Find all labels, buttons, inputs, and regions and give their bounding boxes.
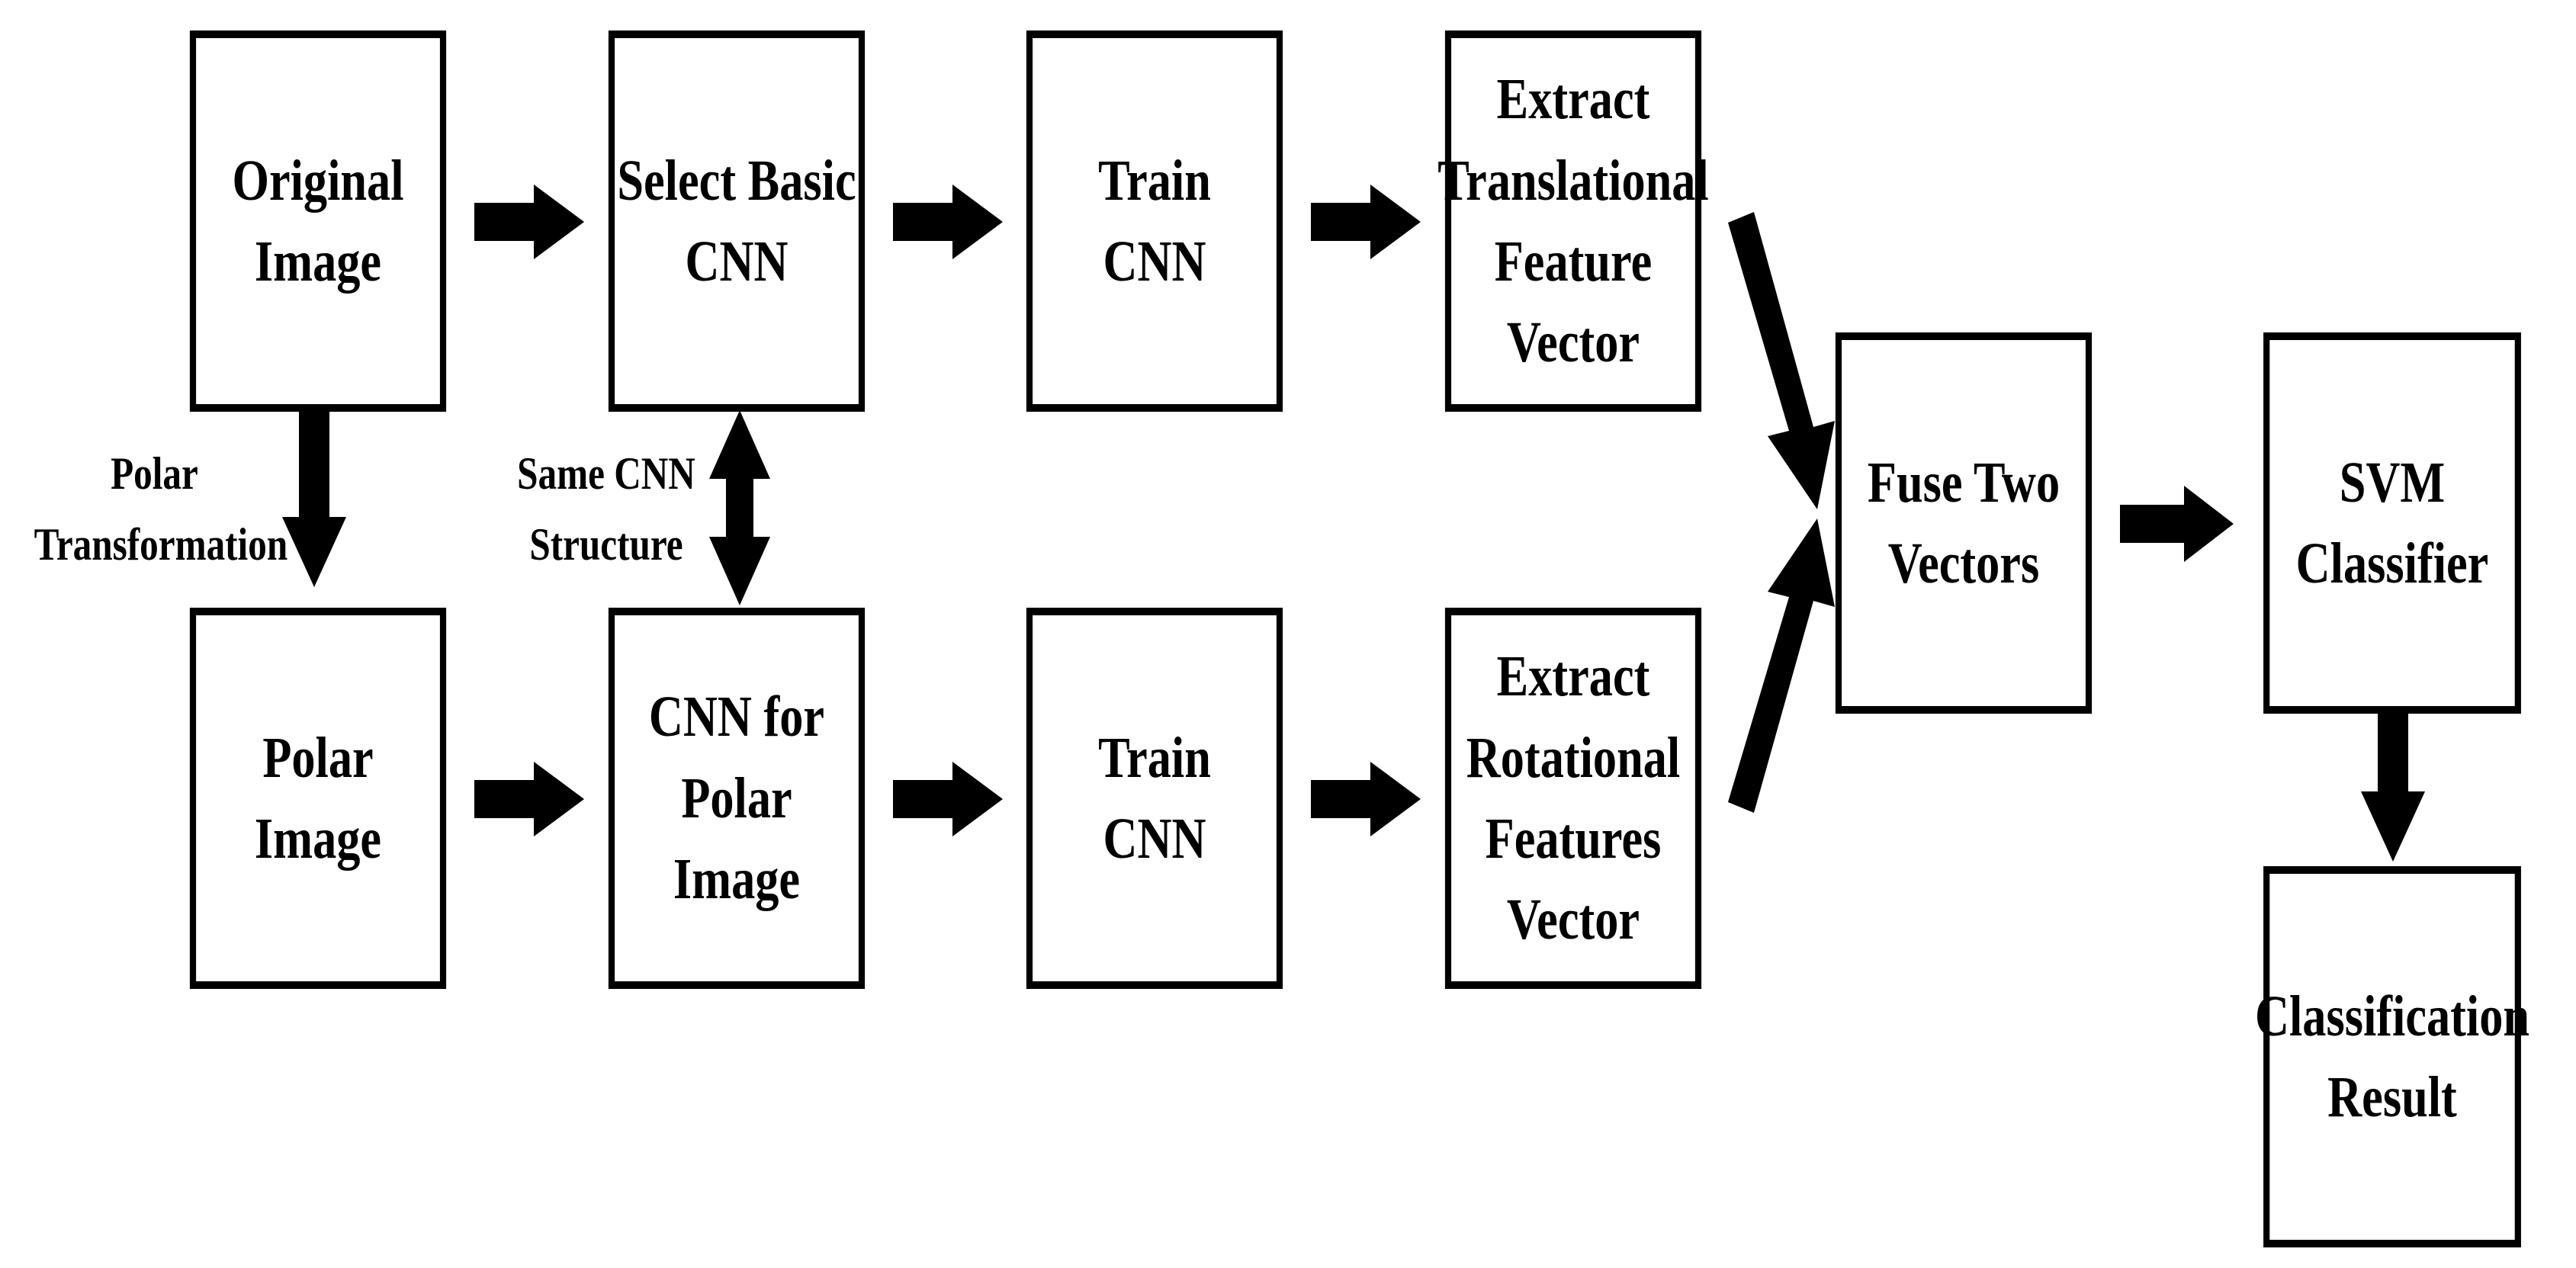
arrow-original-to-polar — [282, 408, 346, 587]
box-svm-classifier: SVM Classifier — [2263, 332, 2521, 714]
arrow-rotational-to-fuse — [1728, 518, 1835, 813]
arrow-polar-to-cnn-polar — [474, 762, 584, 836]
arrow-train-top-to-extract — [1311, 185, 1421, 259]
box-fuse-two-vectors: Fuse Two Vectors — [1835, 332, 2093, 714]
box-classification-result: Classification Result — [2255, 866, 2529, 1247]
label-polar-transformation: Polar Transformation — [34, 448, 288, 570]
box-extract-translational: Extract Translational Feature Vector — [1437, 30, 1709, 412]
arrow-original-to-select — [474, 185, 584, 259]
arrow-cnn-polar-to-train-bottom — [893, 762, 1003, 836]
box-train-cnn-bottom: Train CNN — [1026, 608, 1283, 989]
box-select-basic-cnn: Select Basic CNN — [608, 30, 866, 412]
box-polar-image: Polar Image — [189, 608, 447, 989]
box-train-cnn-top: Train CNN — [1026, 30, 1283, 412]
box-cnn-for-polar-image: CNN for Polar Image — [608, 608, 866, 989]
box-extract-rotational: Extract Rotational Features Vector — [1444, 608, 1702, 989]
arrow-select-to-train-top — [893, 185, 1003, 259]
label-same-cnn-structure: Same CNN Structure — [517, 448, 695, 570]
arrow-fuse-to-svm — [2120, 486, 2234, 562]
arrow-translational-to-fuse — [1728, 212, 1835, 509]
arrow-svm-to-result — [2361, 713, 2425, 862]
double-arrow-same-structure — [709, 410, 770, 605]
box-original-image: Original Image — [189, 30, 447, 412]
arrow-train-bottom-to-extract — [1311, 762, 1421, 836]
